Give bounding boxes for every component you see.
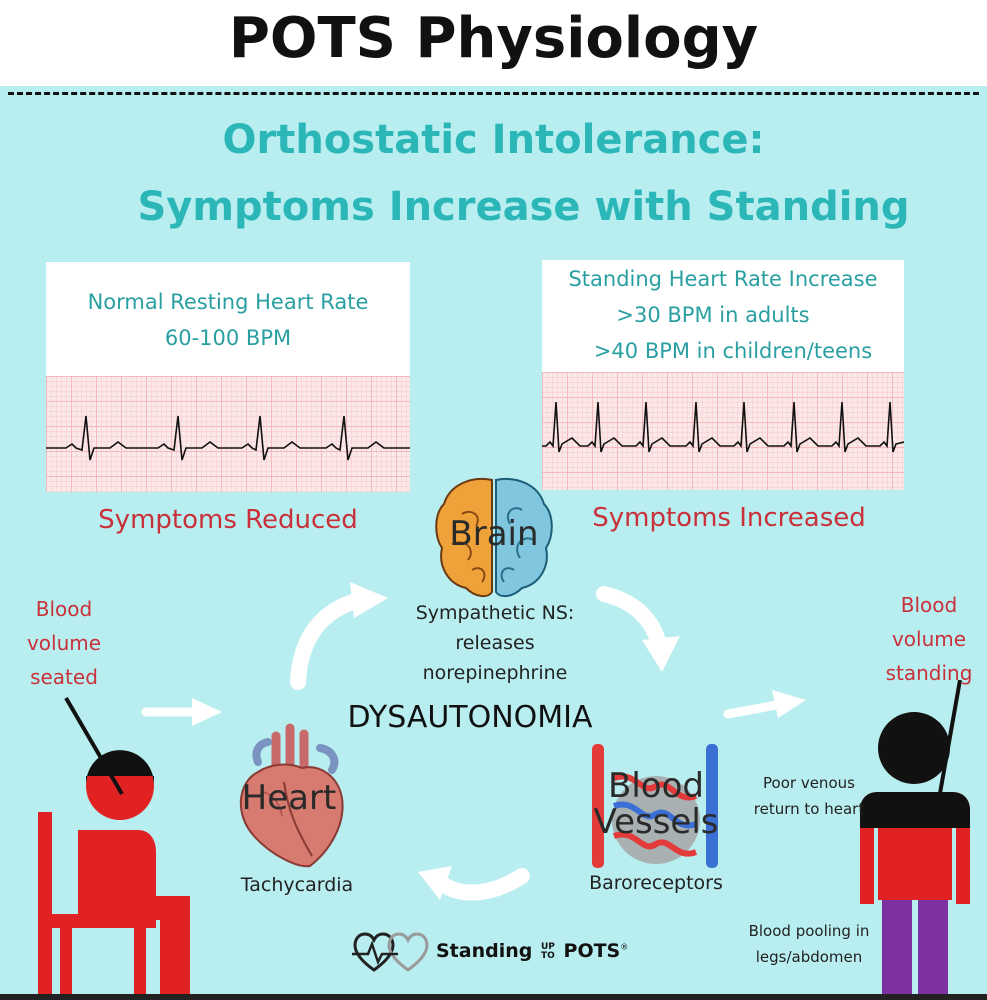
resting-card-header: Normal Resting Heart Rate 60-100 BPM [46, 262, 410, 376]
poor-venous-line-1: Poor venous [763, 774, 855, 792]
poor-venous-return-note: Poor venous return to heart [736, 770, 882, 822]
blood-pooling-note: Blood pooling in legs/abdomen [736, 918, 882, 970]
bottom-border [0, 994, 987, 1000]
seated-label: Blood volume seated [14, 592, 114, 694]
standing-card-line-1: Standing Heart Rate Increase [568, 267, 878, 291]
resting-card-line-2: 60-100 BPM [164, 326, 292, 350]
seated-label-line-3: seated [30, 665, 98, 689]
heart-description: Tachycardia [240, 874, 354, 896]
resting-ecg-trace [46, 415, 410, 461]
heart-icon [240, 723, 344, 868]
resting-ecg-strip [46, 376, 410, 492]
symptoms-reduced: Symptoms Reduced [98, 505, 358, 535]
heart-label: Heart [241, 778, 337, 818]
dysautonomia-label: DYSAUTONOMIA [347, 700, 593, 735]
brain-label: Brain [449, 514, 539, 554]
brain-desc-line-1: Sympathetic NS: [415, 602, 575, 624]
seated-label-line-1: Blood [35, 597, 93, 621]
blood-pooling-line-1: Blood pooling in [748, 922, 870, 940]
vessels-label-line-1: Blood [608, 766, 704, 806]
poor-venous-line-2: return to heart [753, 800, 865, 818]
brand-name-2: POTS [563, 940, 621, 962]
seated-figure-icon [38, 696, 190, 1000]
brand-wordmark: Standing UP TO POTS® [436, 940, 628, 962]
brand-name: Standing [436, 940, 533, 962]
brain-icon [435, 478, 553, 598]
arrow-seated-to-heart [141, 698, 222, 726]
vessels-label-line-2: Vessels [593, 802, 719, 842]
brain-desc-line-3: norepinephrine [422, 662, 568, 684]
brand-to: TO [541, 950, 555, 961]
standing-card-line-3: >40 BPM in children/teens [593, 339, 873, 363]
symptoms-increased: Symptoms Increased [592, 503, 866, 533]
dashed-divider [8, 92, 979, 95]
vessels-description: Baroreceptors [589, 872, 723, 894]
brand-registered-mark: ® [620, 942, 629, 952]
brand-up-to: UP TO [540, 941, 555, 961]
standing-figure-icon [860, 680, 970, 1000]
blood-vessels-icon [592, 744, 718, 868]
arrow-vessels-to-heart [418, 866, 530, 901]
standing-ecg-strip [542, 372, 905, 490]
resting-card-line-1: Normal Resting Heart Rate [87, 290, 369, 314]
subtitle-line-1: Orthostatic Intolerance: [222, 117, 765, 163]
blood-pooling-line-2: legs/abdomen [755, 948, 863, 966]
seated-label-line-2: volume [26, 631, 102, 655]
standing-card-header: Standing Heart Rate Increase >30 BPM in … [542, 260, 904, 372]
blood-vessels-label: Blood Vessels [586, 768, 726, 840]
standing-ecg-trace [542, 401, 905, 453]
subtitle-line-2: Symptoms Increase with Standing [137, 184, 910, 230]
brain-desc-line-2: releases [455, 632, 535, 654]
standing-label-line-2: volume [891, 627, 967, 651]
title-bar [0, 0, 987, 86]
page-title: POTS Physiology [228, 6, 759, 71]
standing-label: Blood volume standing [870, 588, 987, 690]
arrow-heart-to-brain [290, 582, 388, 690]
standing-card-line-2: >30 BPM in adults [616, 303, 810, 327]
brand-up: UP [540, 941, 555, 952]
arrow-brain-to-vessels [596, 586, 680, 672]
brand-hearts-logo-icon [352, 932, 429, 972]
arrow-vessels-to-standing [723, 690, 806, 719]
brain-description: Sympathetic NS: releases norepinephrine [390, 598, 600, 688]
standing-label-line-1: Blood [900, 593, 958, 617]
